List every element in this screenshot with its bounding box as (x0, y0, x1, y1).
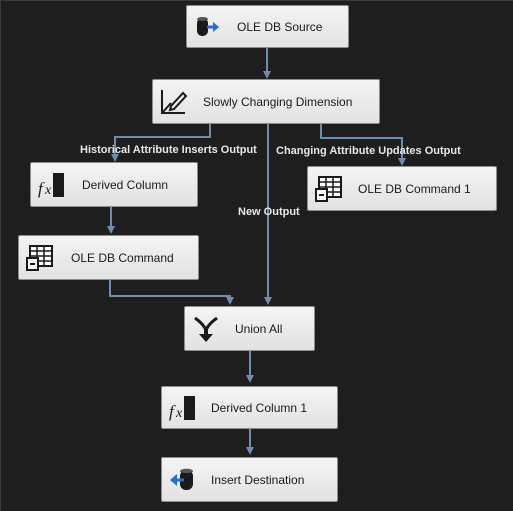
derived-column-node[interactable]: f x Derived Column (30, 162, 198, 207)
node-label: OLE DB Command 1 (358, 181, 471, 196)
union-all-node[interactable]: Union All (184, 306, 315, 351)
node-label: Union All (235, 321, 283, 336)
ole-db-command-node[interactable]: OLE DB Command (18, 235, 199, 280)
ole-db-source-node[interactable]: OLE DB Source (186, 5, 349, 48)
node-label: Insert Destination (211, 472, 305, 487)
merge-arrows-icon (191, 314, 221, 344)
database-arrow-icon (192, 12, 222, 42)
svg-text:f: f (38, 179, 45, 198)
changing-output-label: Changing Attribute Updates Output (276, 145, 461, 157)
svg-text:x: x (175, 406, 183, 421)
node-label: Derived Column (82, 177, 169, 192)
connector-changing-output[interactable] (320, 124, 406, 166)
node-label: OLE DB Command (71, 250, 174, 265)
node-label: Slowly Changing Dimension (203, 94, 353, 109)
connector-historical-output[interactable] (111, 124, 211, 162)
fx-icon: f x (167, 393, 197, 423)
node-label: OLE DB Source (237, 19, 323, 34)
fx-icon: f x (36, 170, 66, 200)
node-label: Derived Column 1 (211, 400, 308, 415)
ole-db-command-1-node[interactable]: OLE DB Command 1 (307, 166, 497, 211)
database-arrow-in-icon (167, 465, 197, 495)
slowly-changing-dimension-node[interactable]: Slowly Changing Dimension (152, 79, 380, 124)
scd-pencil-icon (158, 87, 188, 117)
connector-command-to-union[interactable] (109, 280, 234, 305)
derived-column-1-node[interactable]: f x Derived Column 1 (161, 386, 338, 429)
svg-text:x: x (44, 183, 52, 198)
svg-text:f: f (169, 402, 176, 421)
table-command-icon (24, 243, 54, 273)
new-output-label: New Output (238, 206, 300, 218)
insert-destination-node[interactable]: Insert Destination (161, 457, 338, 502)
historical-output-label: Historical Attribute Inserts Output (80, 144, 257, 156)
table-command-icon (313, 174, 343, 204)
